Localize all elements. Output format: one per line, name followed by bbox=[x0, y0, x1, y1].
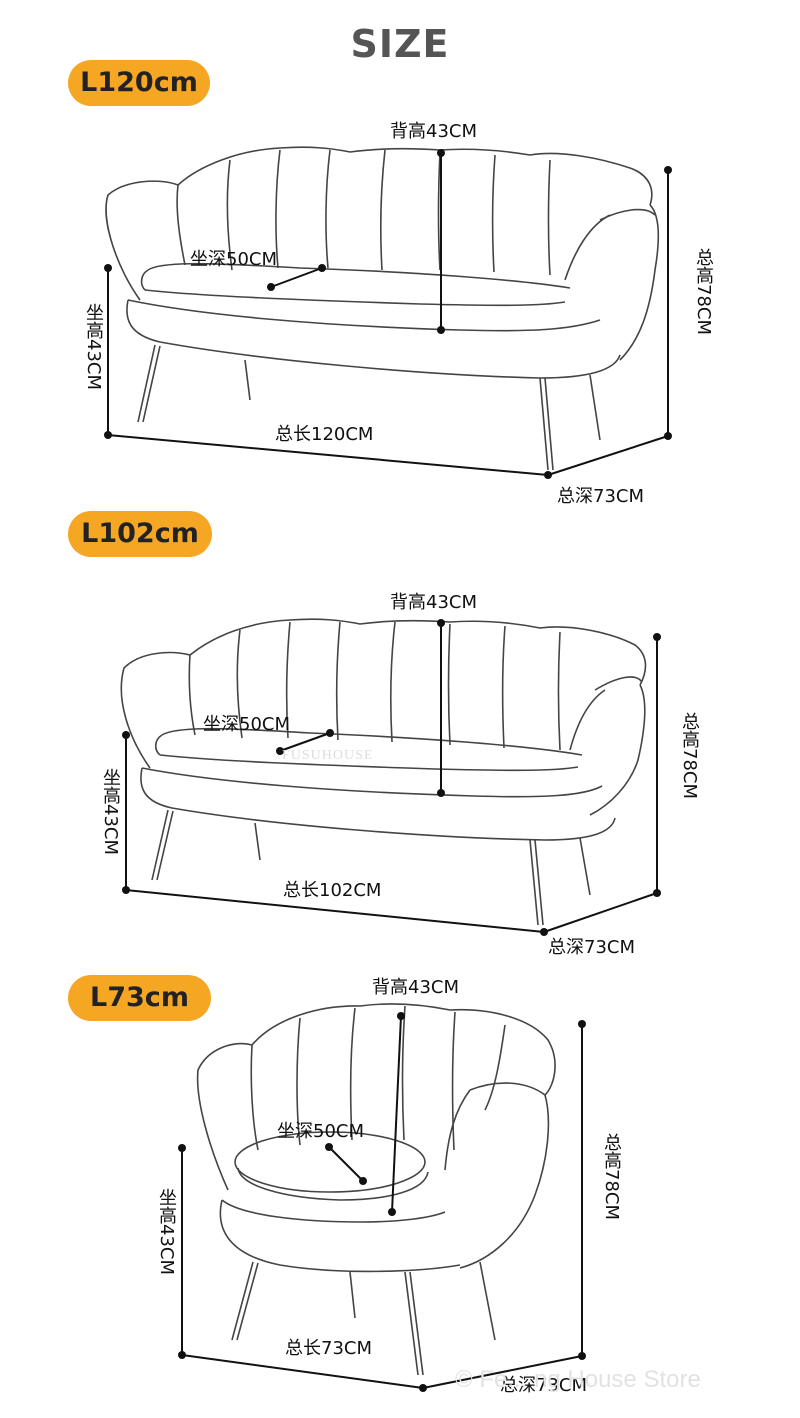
back-height-label-102: 背高43CM bbox=[390, 592, 478, 613]
total-height-label-120: 总高78CM bbox=[693, 248, 714, 336]
total-height-label-73: 总高78CM bbox=[601, 1133, 622, 1221]
total-depth-label-120: 总深73CM bbox=[557, 486, 645, 507]
total-length-label-102: 总长102CM bbox=[283, 880, 382, 901]
back-height-label-73: 背高43CM bbox=[372, 977, 460, 998]
total-length-label-73: 总长73CM bbox=[285, 1338, 373, 1359]
total-length-label-120: 总长120CM bbox=[275, 424, 374, 445]
seat-height-label-120: 坐高43CM bbox=[83, 303, 104, 391]
total-depth-label-102: 总深73CM bbox=[548, 937, 636, 958]
store-watermark: © Fe... ng House Store bbox=[455, 1366, 701, 1393]
seat-height-label-102: 坐高43CM bbox=[100, 768, 121, 856]
size-badge-73: L73cm bbox=[68, 975, 211, 1021]
seat-depth-label-102: 坐深50CM bbox=[203, 714, 291, 735]
seat-depth-label-73: 坐深50CM bbox=[277, 1121, 365, 1142]
size-badge-120: L120cm bbox=[68, 60, 210, 106]
seat-depth-label-120: 坐深50CM bbox=[190, 249, 278, 270]
page-title: SIZE bbox=[350, 22, 450, 66]
seat-height-label-73: 坐高43CM bbox=[156, 1188, 177, 1276]
size-badge-102: L102cm bbox=[68, 511, 212, 557]
total-depth-label-73: 总深73CM bbox=[500, 1375, 588, 1396]
brand-watermark: FUSUHOUSE bbox=[282, 748, 374, 763]
total-height-label-102: 总高78CM bbox=[679, 712, 700, 800]
back-height-label-120: 背高43CM bbox=[390, 121, 478, 142]
